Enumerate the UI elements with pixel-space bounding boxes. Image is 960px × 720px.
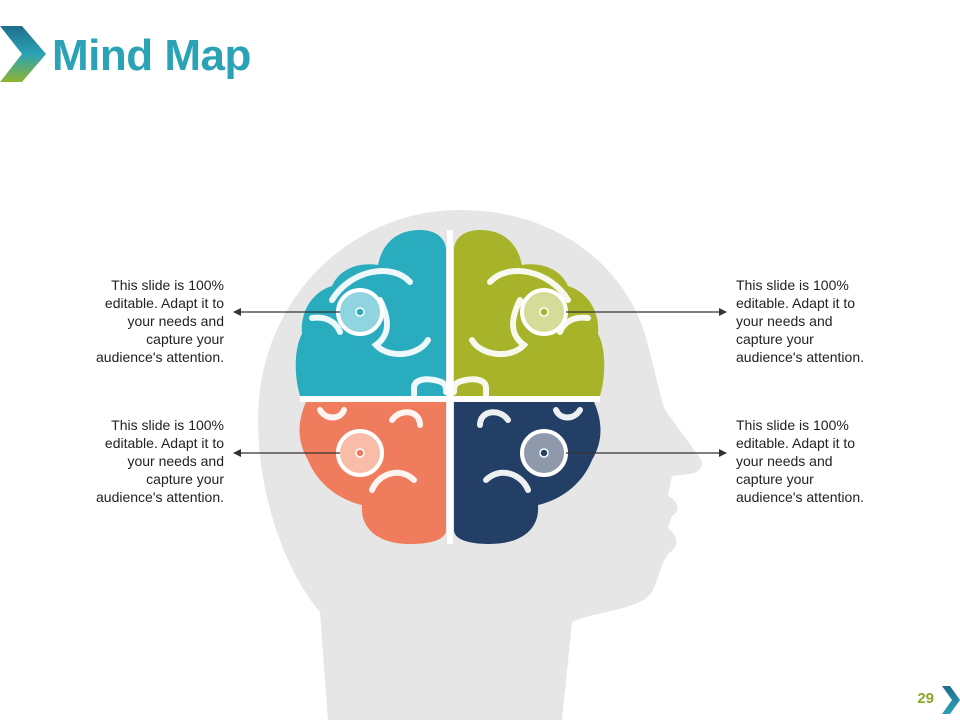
slide-title: Mind Map	[52, 31, 251, 80]
node-bottom-left	[336, 429, 384, 477]
page-number: 29	[917, 690, 934, 707]
callout-top-left: This slide is 100% editable. Adapt it to…	[96, 277, 224, 365]
node-top-right	[520, 288, 568, 336]
chevron-right-icon	[942, 686, 960, 714]
slide-header: Mind Map	[0, 20, 400, 84]
node-bottom-right	[520, 429, 568, 477]
callout-top-right: This slide is 100% editable. Adapt it to…	[736, 277, 864, 365]
node-top-left	[336, 288, 384, 336]
brain-lobe-bottom-right	[454, 402, 601, 544]
callout-bottom-left: This slide is 100% editable. Adapt it to…	[96, 417, 224, 505]
chevron-right-icon	[0, 26, 46, 82]
callout-bottom-right: This slide is 100% editable. Adapt it to…	[736, 417, 864, 505]
